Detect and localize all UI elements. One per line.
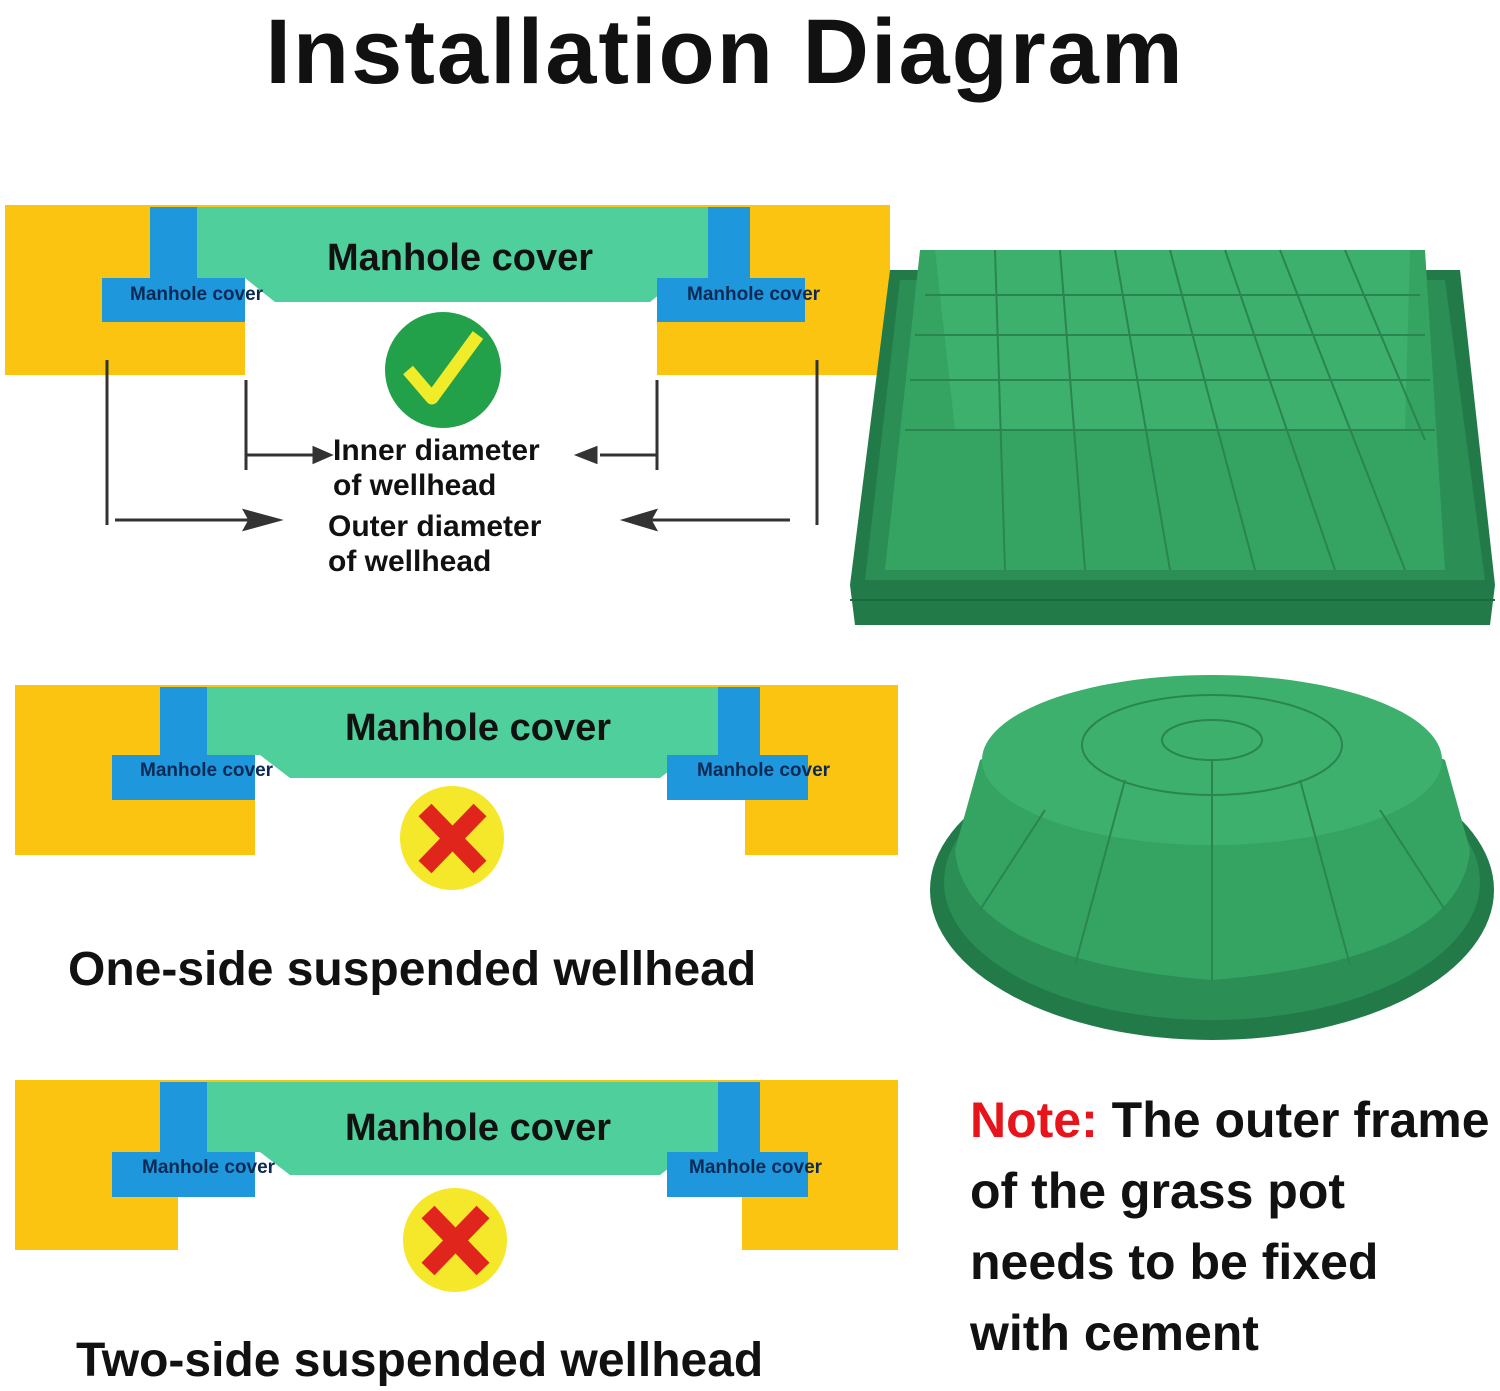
right-cover-flange xyxy=(667,687,808,800)
correct-installation-diagram: Manhole cover Manhole cover Manhole cove… xyxy=(5,205,890,578)
cover-label: Manhole cover xyxy=(327,237,593,279)
inner-diameter-label-2: of wellhead xyxy=(333,469,496,502)
left-cover-flange xyxy=(112,687,255,800)
note-text: The outer frame of the grass pot needs t… xyxy=(970,1092,1490,1361)
outer-diameter-label-1: Outer diameter xyxy=(328,510,542,543)
right-cover-flange xyxy=(657,207,805,322)
manhole-cover-body xyxy=(207,687,718,778)
one-side-suspended-diagram: Manhole cover Manhole cover Manhole cove… xyxy=(15,685,898,890)
right-flange-label: Manhole cover xyxy=(697,760,831,781)
round-grass-pot-cover-image xyxy=(930,675,1494,1040)
check-icon xyxy=(385,312,501,428)
left-flange-label: Manhole cover xyxy=(130,284,264,305)
installation-note: Note: The outer frame of the grass pot n… xyxy=(970,1085,1490,1369)
manhole-cover-body xyxy=(197,207,708,302)
one-side-caption: One-side suspended wellhead xyxy=(68,943,757,996)
dimension-lines xyxy=(105,360,819,532)
right-flange-label: Manhole cover xyxy=(689,1157,823,1178)
page-title: Installation Diagram xyxy=(265,1,1185,103)
two-side-caption: Two-side suspended wellhead xyxy=(76,1334,764,1387)
cross-icon xyxy=(400,786,504,890)
right-cover-flange xyxy=(667,1082,808,1197)
manhole-cover-body xyxy=(207,1082,718,1175)
left-flange-label: Manhole cover xyxy=(140,760,274,781)
two-side-suspended-diagram: Manhole cover Manhole cover Manhole cove… xyxy=(15,1080,898,1292)
note-prefix: Note: xyxy=(970,1092,1098,1148)
cross-icon xyxy=(403,1188,507,1292)
right-flange-label: Manhole cover xyxy=(687,284,821,305)
square-grass-pot-cover-image xyxy=(850,249,1495,625)
inner-diameter-label-1: Inner diameter xyxy=(333,434,540,467)
outer-diameter-label-2: of wellhead xyxy=(328,545,491,578)
left-flange-label: Manhole cover xyxy=(142,1157,276,1178)
cover-label: Manhole cover xyxy=(345,1107,611,1149)
left-cover-flange xyxy=(102,207,245,322)
cover-label: Manhole cover xyxy=(345,707,611,749)
left-cover-flange xyxy=(112,1082,255,1197)
